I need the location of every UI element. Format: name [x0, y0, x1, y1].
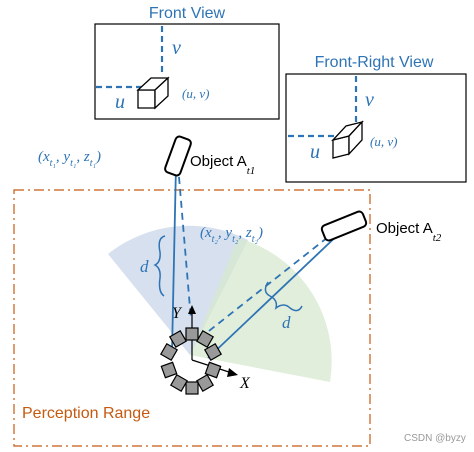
object1-label: Object At1: [190, 153, 255, 177]
object2-box: [320, 210, 368, 242]
object1-box: [164, 135, 192, 177]
y-axis-arrow: [188, 305, 196, 314]
front-right-view-v-label: v: [365, 89, 374, 111]
front-view-coord: (u, v): [182, 86, 209, 101]
front-right-view-frame: [285, 73, 467, 183]
front-view-cube: [136, 76, 170, 110]
front-right-view-cube: [331, 120, 364, 159]
x-axis-arrow: [227, 368, 238, 377]
perception-range-box: [13, 189, 371, 447]
object2-label: Object At2: [376, 220, 442, 244]
ray-object1-dashed: [177, 164, 192, 321]
front-view-title: Front View: [149, 5, 226, 22]
front-view-u-label: u: [115, 91, 125, 113]
object1-coord: (xt₁, yt₁, zt₁): [38, 149, 101, 169]
brace-object2: [264, 281, 303, 312]
front-right-view-u-label: u: [310, 141, 320, 163]
perception-range-label: Perception Range: [22, 405, 150, 422]
front-right-view-coord: (u, v): [370, 134, 397, 149]
camera-rig: [159, 327, 223, 395]
front-view-panel: Front View v u (u, v): [94, 5, 280, 120]
ray-object2-dashed: [199, 229, 338, 339]
front-right-view-title: Front-Right View: [315, 54, 434, 71]
x-axis-label: X: [239, 375, 251, 392]
front-view-v-label: v: [172, 37, 181, 59]
distance-label-1: d: [140, 257, 149, 276]
distance-label-2: d: [282, 313, 291, 332]
front-view-frame: [94, 23, 280, 120]
y-axis-label: Y: [172, 305, 183, 322]
watermark: CSDN @byzy: [404, 433, 466, 444]
brace-object1: [153, 235, 166, 297]
blue-sector: [108, 225, 248, 355]
front-right-view-panel: Front-Right View v u (u, v): [285, 54, 467, 183]
ray-object1-solid: [171, 164, 177, 353]
ray-object2-solid: [207, 229, 344, 359]
